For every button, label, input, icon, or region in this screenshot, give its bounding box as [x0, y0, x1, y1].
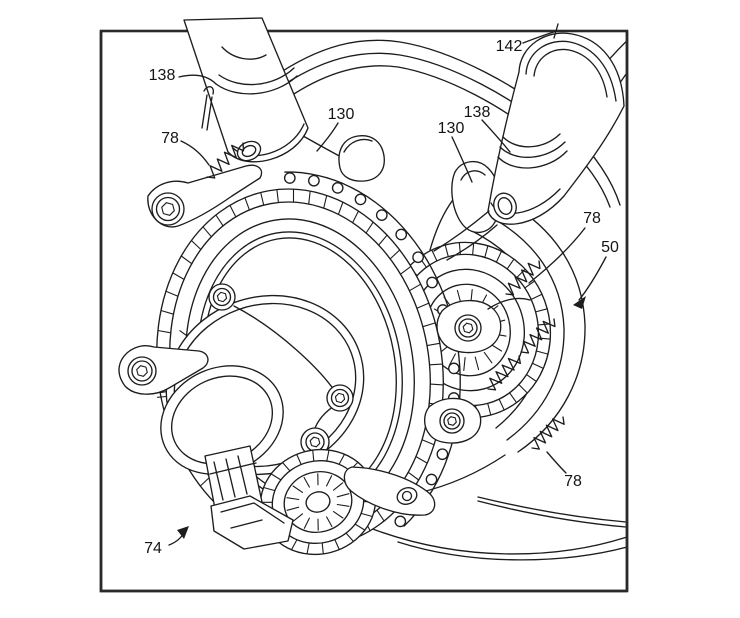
- camshaft-right: [433, 32, 625, 261]
- leader-130-left: [316, 122, 339, 152]
- leader-78-upper-left: [180, 140, 210, 166]
- leader-78-right: [528, 227, 586, 284]
- timing-chain-outer: [284, 171, 461, 527]
- valve-spring-stud: [206, 142, 245, 179]
- ref-label-138-top-left: 138: [149, 67, 176, 84]
- leader-130-right: [451, 136, 473, 183]
- bolt-hex-sockets: [136, 202, 474, 448]
- retainer-pin: [201, 86, 215, 131]
- cam-lobe-left: [338, 135, 385, 182]
- figure-frame-edge: [99, 31, 629, 593]
- pinion-spline: [286, 473, 350, 531]
- ref-label-78-right: 78: [583, 210, 601, 227]
- valve-spring-stud: [487, 355, 521, 391]
- cover-bolt: [326, 384, 354, 412]
- leader-142: [522, 23, 559, 44]
- leader-50: [578, 256, 607, 301]
- actuator-brackets: [204, 445, 436, 550]
- annotations: [168, 23, 607, 546]
- ref-label-130-right: 130: [438, 120, 465, 137]
- ref-label-130-left: 130: [328, 106, 355, 123]
- ref-label-78-lower-right: 78: [564, 473, 582, 490]
- arrowhead-74: [177, 526, 189, 539]
- ref-label-142: 142: [496, 38, 523, 55]
- right-assembly: [423, 260, 565, 450]
- ref-label-74: 74: [144, 540, 162, 557]
- ref-label-138-upper-right: 138: [464, 104, 491, 121]
- arrowhead-50: [573, 296, 586, 309]
- leader-138-top-left: [178, 74, 217, 85]
- camshaft-left: [183, 17, 309, 163]
- valve-spring-stud: [531, 416, 565, 450]
- left-assembly: [118, 17, 309, 395]
- valve-spring-stud: [505, 260, 541, 296]
- cover-bolt: [208, 283, 236, 311]
- ref-label-78-upper-left: 78: [161, 130, 179, 147]
- leader-78-lower-right: [546, 451, 567, 474]
- leader-138-upper-right: [481, 119, 511, 153]
- reference-numerals: 138 78 130 130 138 142 78 50 78 74: [144, 38, 619, 557]
- ref-label-50: 50: [601, 239, 619, 256]
- valve-spring-stud: [520, 318, 556, 354]
